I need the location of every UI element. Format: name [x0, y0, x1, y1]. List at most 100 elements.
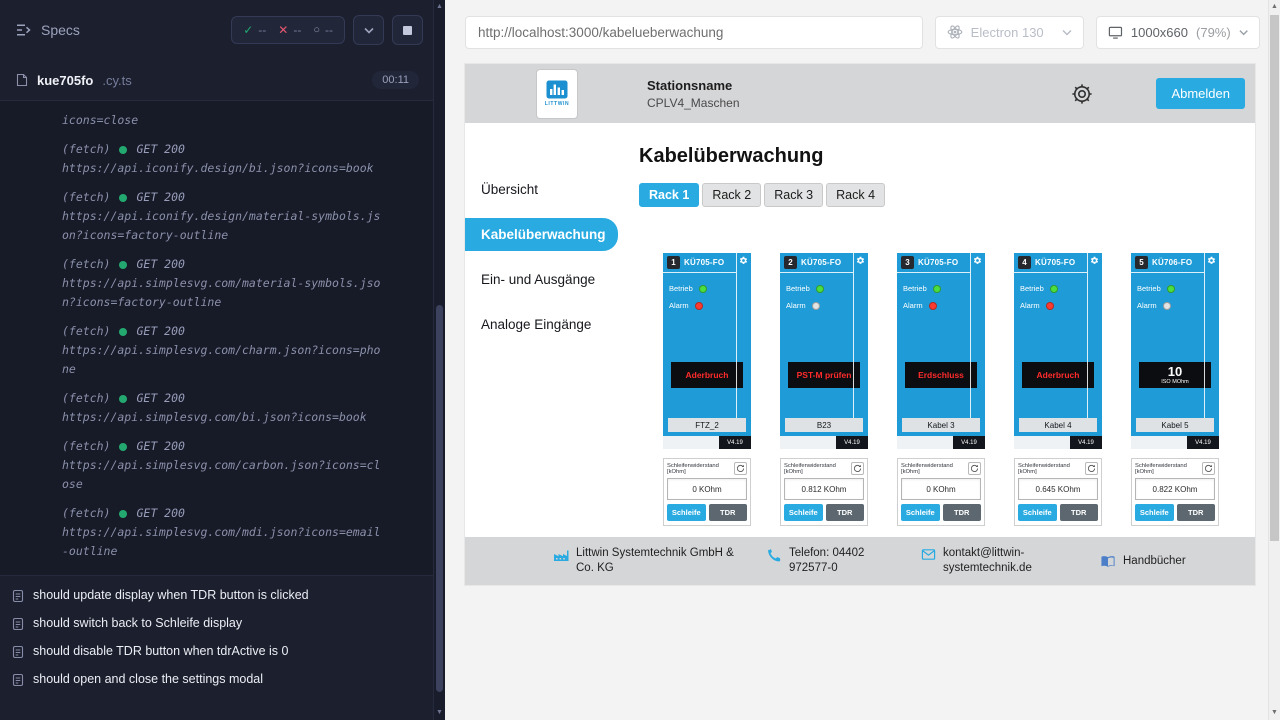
specs-toggle[interactable]: Specs	[16, 22, 80, 38]
rack-tab[interactable]: Rack 3	[764, 183, 824, 207]
scrollbar-thumb[interactable]	[436, 304, 443, 693]
manuals-text: Handbücher	[1123, 554, 1186, 567]
collapse-button[interactable]	[353, 15, 384, 45]
refresh-button[interactable]	[734, 462, 747, 475]
schleife-button[interactable]: Schleife	[784, 504, 823, 521]
status-message: Erdschluss	[918, 370, 964, 380]
cable-name: FTZ_2	[668, 418, 746, 432]
stop-icon	[403, 25, 412, 35]
stop-button[interactable]	[392, 15, 423, 45]
fetch-label: (fetch)	[62, 391, 111, 405]
stat-failed: ✕--	[278, 23, 302, 37]
scroll-down-icon[interactable]: ▼	[436, 709, 443, 716]
footer-manuals[interactable]: Handbücher	[1100, 553, 1186, 569]
sidebar-item[interactable]: Analoge Eingänge	[481, 317, 592, 332]
resistance-label: Schleifenwiderstand [kOhm]	[784, 462, 836, 475]
url-input[interactable]: http://localhost:3000/kabelueberwachung	[465, 15, 923, 49]
refresh-button[interactable]	[1085, 462, 1098, 475]
sidebar-item[interactable]: Übersicht	[481, 182, 539, 197]
firmware-version: V4.19	[836, 436, 868, 449]
sidebar-item[interactable]: Ein- und Ausgänge	[481, 272, 596, 287]
device-card: 2 KÜ705-FO Betrieb	[780, 253, 868, 526]
test-doc-icon	[12, 645, 24, 659]
logout-button[interactable]: Abmelden	[1156, 78, 1245, 109]
refresh-icon	[970, 464, 979, 472]
logo-text: LITTWIN	[544, 101, 570, 107]
command-log-entry[interactable]: (fetch) GET 200 https://api.simplesvg.co…	[62, 255, 419, 312]
alarm-led	[694, 301, 703, 310]
schleife-button[interactable]: Schleife	[1135, 504, 1174, 521]
alarm-led	[811, 301, 820, 310]
alarm-label: Alarm	[903, 301, 923, 310]
device-settings-button[interactable]	[973, 256, 982, 265]
scroll-up-icon[interactable]: ▲	[1271, 3, 1278, 10]
test-title: should switch back to Schleife display	[33, 616, 243, 630]
command-log-entry[interactable]: (fetch) GET 200 https://api.simplesvg.co…	[62, 389, 419, 427]
tdr-button[interactable]: TDR	[942, 504, 981, 521]
status-dot-icon	[119, 442, 128, 451]
scrollbar-track[interactable]	[1269, 14, 1280, 706]
refresh-button[interactable]	[968, 462, 981, 475]
rack-tab[interactable]: Rack 1	[639, 183, 700, 207]
betrieb-led	[815, 284, 824, 293]
browser-select[interactable]: Electron 130	[934, 15, 1084, 49]
viewport-select[interactable]: 1000x660 (79%)	[1096, 15, 1260, 49]
phone-icon	[768, 548, 781, 562]
rack-tab[interactable]: Rack 2	[702, 183, 762, 207]
runner-scrollbar[interactable]: ▲ ▼	[433, 0, 445, 720]
test-item[interactable]: should update display when TDR button is…	[12, 588, 423, 603]
specs-label: Specs	[41, 22, 80, 38]
device-settings-button[interactable]	[856, 256, 865, 265]
spec-extension: .cy.ts	[102, 72, 132, 88]
refresh-button[interactable]	[851, 462, 864, 475]
test-item[interactable]: should open and close the settings modal	[12, 672, 423, 687]
device-settings-button[interactable]	[739, 256, 748, 265]
station-info: Stationsname CPLV4_Maschen	[647, 78, 740, 110]
test-list: should update display when TDR button is…	[0, 576, 433, 700]
device-settings-button[interactable]	[1207, 256, 1216, 265]
request-url: https://api.iconify.design/material-symb…	[62, 209, 381, 242]
scroll-down-icon[interactable]: ▼	[1271, 709, 1278, 716]
test-item[interactable]: should switch back to Schleife display	[12, 616, 423, 631]
settings-button[interactable]	[1070, 82, 1094, 106]
alarm-label: Alarm	[786, 301, 806, 310]
betrieb-led	[932, 284, 941, 293]
tdr-button[interactable]: TDR	[708, 504, 747, 521]
request-url: icons=close	[62, 113, 139, 127]
device-panel: 3 KÜ705-FO Betrieb	[897, 253, 985, 449]
device-model: KÜ705-FO	[684, 258, 725, 267]
footer-email[interactable]: kontakt@littwin-systemtechnik.de	[921, 546, 1054, 576]
panel-strip	[1087, 253, 1102, 418]
page-title: Kabelüberwachung	[639, 145, 824, 167]
device-cards: 1 KÜ705-FO Betrieb	[663, 253, 1255, 526]
test-item[interactable]: should disable TDR button when tdrActive…	[12, 644, 423, 659]
page-scrollbar[interactable]: ▲ ▼	[1268, 0, 1280, 720]
command-log-entry[interactable]: (fetch) GET 200 https://api.simplesvg.co…	[62, 437, 419, 494]
device-title-row: 4 KÜ705-FO	[1014, 253, 1087, 273]
spec-file-icon	[16, 73, 28, 87]
resistance-panel: Schleifenwiderstand [kOhm]	[663, 458, 751, 526]
scroll-up-icon[interactable]: ▲	[436, 3, 443, 10]
command-log-entry[interactable]: (fetch) GET 200 https://api.iconify.desi…	[62, 188, 419, 245]
status-code: GET 200	[136, 257, 185, 271]
device-settings-button[interactable]	[1090, 256, 1099, 265]
tdr-button[interactable]: TDR	[1176, 504, 1215, 521]
schleife-button[interactable]: Schleife	[901, 504, 940, 521]
scrollbar-thumb[interactable]	[1270, 15, 1279, 541]
rack-tab[interactable]: Rack 4	[826, 183, 886, 207]
gear-icon	[973, 256, 982, 264]
tdr-button[interactable]: TDR	[825, 504, 864, 521]
sidebar-item[interactable]: Kabelüberwachung	[465, 218, 618, 251]
command-log-entry[interactable]: (fetch) GET 200 https://api.iconify.desi…	[62, 140, 419, 178]
tdr-button[interactable]: TDR	[1059, 504, 1098, 521]
command-log-entry[interactable]: (fetch) GET 200 https://api.simplesvg.co…	[62, 504, 419, 561]
firmware-version: V4.19	[1187, 436, 1219, 449]
scrollbar-track[interactable]	[434, 14, 445, 706]
command-log-entry[interactable]: (fetch) GET 200 https://api.simplesvg.co…	[62, 322, 419, 379]
firmware-version: V4.19	[1070, 436, 1102, 449]
schleife-button[interactable]: Schleife	[667, 504, 706, 521]
refresh-button[interactable]	[1202, 462, 1215, 475]
command-log-entry[interactable]: icons=close	[62, 111, 419, 130]
schleife-button[interactable]: Schleife	[1018, 504, 1057, 521]
device-model: KÜ705-FO	[918, 258, 959, 267]
